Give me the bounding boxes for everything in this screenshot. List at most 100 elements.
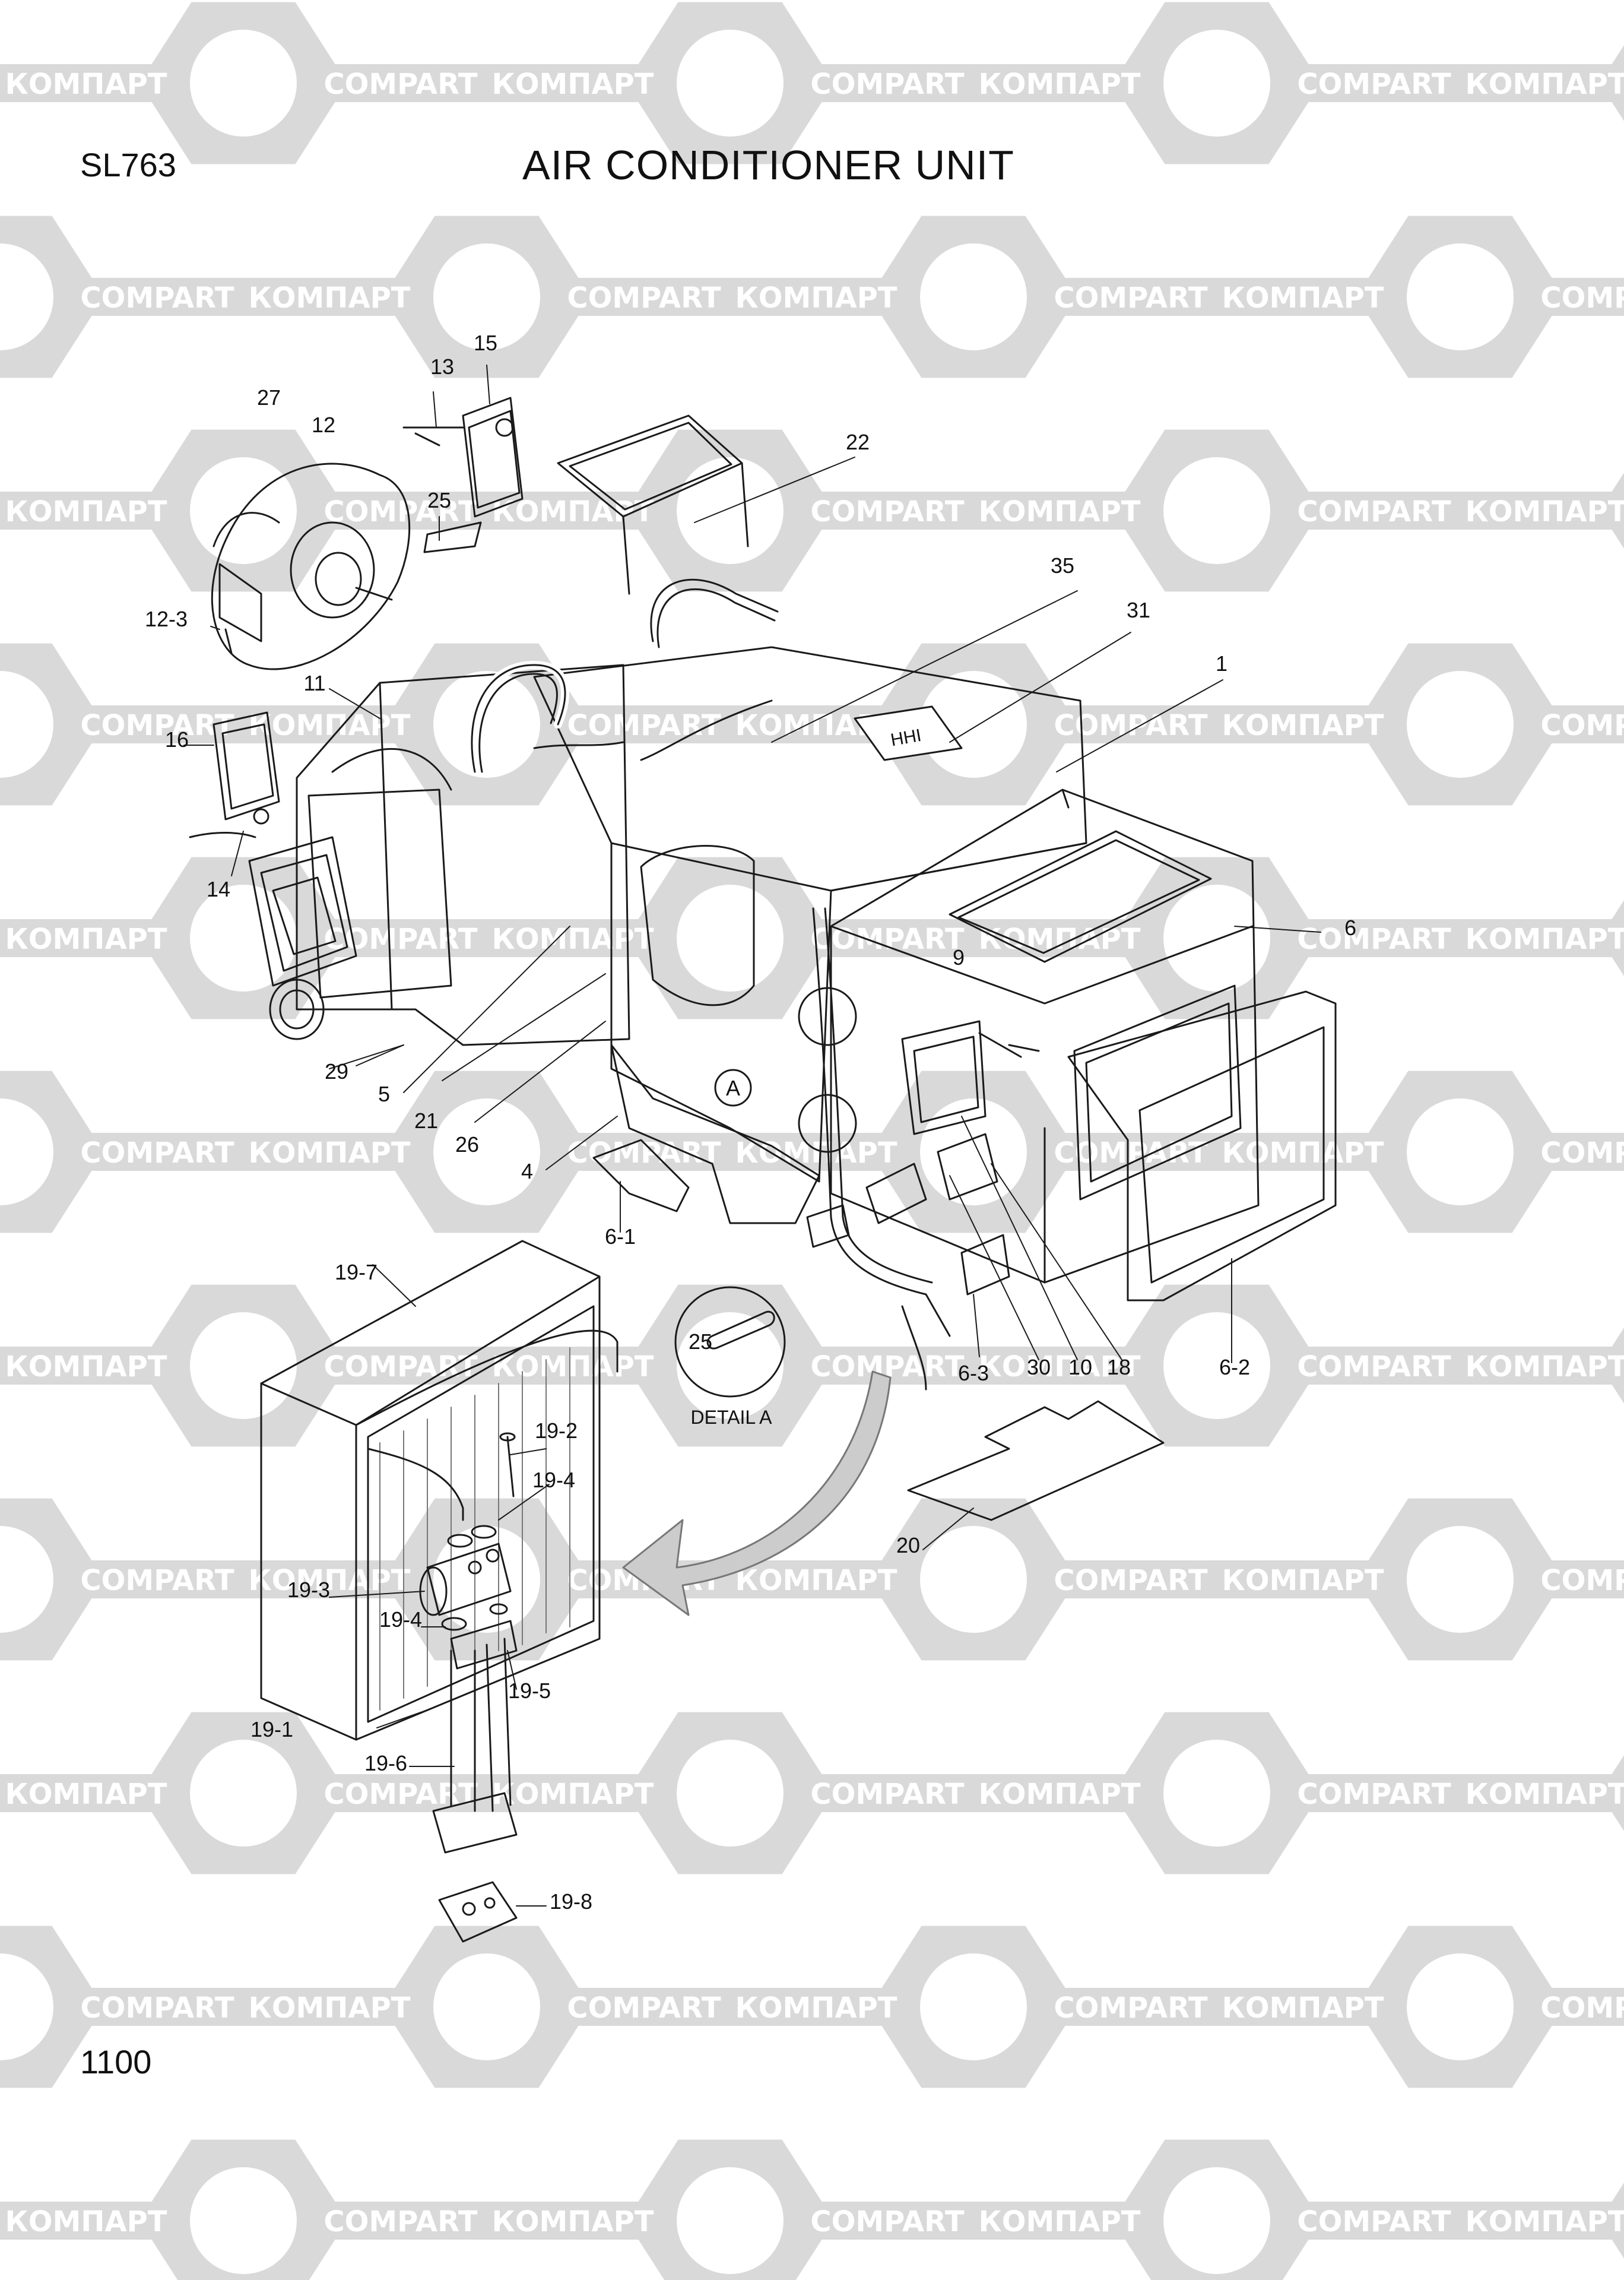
watermark-band <box>973 64 1146 102</box>
watermark-band <box>1531 1988 1624 2026</box>
callout-label: 19-4 <box>379 1607 422 1632</box>
watermark-text-latin: COMPART <box>567 1991 721 2025</box>
watermark-band <box>1217 1133 1389 1171</box>
watermark-text-cyrillic: КОМПАРТ <box>735 1991 897 2025</box>
callout-label: 6-3 <box>958 1361 989 1385</box>
watermark-text-latin: COMPART <box>1297 923 1451 956</box>
watermark-text-latin: COMPART <box>80 709 234 742</box>
watermark-band <box>801 492 973 530</box>
watermark-text-latin: COMPART <box>810 1778 965 1811</box>
callout-label: 6-1 <box>605 1224 636 1249</box>
watermark-band <box>1531 1560 1624 1598</box>
watermark-text-latin: COMPART <box>1540 1564 1624 1597</box>
watermark-band <box>1288 919 1460 957</box>
watermark-band <box>1460 1347 1624 1385</box>
watermark-band <box>71 1988 243 2026</box>
watermark-ring <box>433 1098 540 1205</box>
watermark-ring <box>1407 1098 1514 1205</box>
callout-label: 10 <box>1068 1355 1092 1379</box>
watermark-text-cyrillic: КОМПАРТ <box>1222 1136 1384 1170</box>
watermark-band <box>1460 64 1624 102</box>
watermark-text-cyrillic: КОМПАРТ <box>1465 1350 1624 1383</box>
watermark-ring <box>1163 885 1270 992</box>
detail-caption: DETAIL A <box>691 1407 773 1428</box>
watermark-text-latin: COMPART <box>323 495 478 528</box>
watermark-text-cyrillic: КОМПАРТ <box>491 1778 654 1811</box>
watermark-text-latin: COMPART <box>80 281 234 315</box>
watermark-text-cyrillic: КОМПАРТ <box>491 1350 654 1383</box>
watermark-ring <box>1407 1526 1514 1633</box>
watermark-text-latin: COMPART <box>1540 1136 1624 1170</box>
watermark-band <box>730 278 902 316</box>
blower-motor <box>211 463 411 670</box>
watermark-band <box>487 1774 659 1812</box>
callout-label: 27 <box>257 385 281 410</box>
watermark-ring <box>920 1953 1027 2060</box>
watermark-text-latin: COMPART <box>323 68 478 101</box>
callout-label: 18 <box>1107 1355 1131 1379</box>
watermark-text-latin: COMPART <box>80 1136 234 1170</box>
watermark-text-cyrillic: КОМПАРТ <box>248 281 410 315</box>
watermark-text-cyrillic: КОМПАРТ <box>5 2205 167 2238</box>
watermark-band <box>487 2202 659 2240</box>
watermark-text-cyrillic: КОМПАРТ <box>1465 1778 1624 1811</box>
watermark-ring <box>1163 30 1270 137</box>
watermark-band <box>1460 1774 1624 1812</box>
page-title: AIR CONDITIONER UNIT <box>522 142 1014 188</box>
watermark-band <box>730 1988 902 2026</box>
watermark-band <box>0 2202 172 2240</box>
watermark-ring <box>920 243 1027 350</box>
watermark-text-cyrillic: КОМПАРТ <box>1222 709 1384 742</box>
callout-label: 5 <box>378 1082 390 1106</box>
plate-hhi <box>854 705 963 761</box>
watermark-ring <box>190 30 297 137</box>
watermark-band <box>243 1133 415 1171</box>
actuator-9 <box>901 1020 1040 1135</box>
watermark-band <box>1217 278 1389 316</box>
watermark-text-cyrillic: КОМПАРТ <box>978 2205 1140 2238</box>
watermark-text-cyrillic: КОМПАРТ <box>1465 495 1624 528</box>
watermark-band <box>801 1774 973 1812</box>
watermark-band <box>801 2202 973 2240</box>
callout-label: 31 <box>1127 598 1150 622</box>
callout-label: 14 <box>207 877 230 901</box>
watermark-band <box>487 1347 659 1385</box>
watermark-text-cyrillic: КОМПАРТ <box>1222 1564 1384 1597</box>
watermark-band <box>243 1988 415 2026</box>
watermark-text-cyrillic: КОМПАРТ <box>1465 923 1624 956</box>
watermark-ring <box>433 1953 540 2060</box>
watermark-band <box>801 64 973 102</box>
watermark-band <box>1531 705 1624 743</box>
watermark-ring <box>677 885 784 992</box>
watermark-text-latin: COMPART <box>80 1564 234 1597</box>
callout-label: 21 <box>414 1109 438 1133</box>
seal-strip-6-1 <box>592 1139 690 1212</box>
connectors <box>806 1133 1010 1296</box>
watermark-ring <box>1163 2167 1270 2274</box>
watermark-ring <box>0 1098 53 1205</box>
watermark-text-cyrillic: КОМПАРТ <box>735 1564 897 1597</box>
watermark-ring <box>190 1740 297 1847</box>
watermark-band <box>558 1988 730 2026</box>
watermark-text-latin: COMPART <box>1297 1778 1451 1811</box>
callout-label: 1 <box>1216 651 1227 676</box>
watermark-band <box>1217 1988 1389 2026</box>
unit-case <box>248 414 1260 1391</box>
watermark-ring <box>1407 1953 1514 2060</box>
watermark-ring <box>433 671 540 778</box>
watermark-ring <box>1407 671 1514 778</box>
callout-label: 6-2 <box>1219 1355 1250 1379</box>
watermark-ring <box>1163 457 1270 564</box>
callout-label: 30 <box>1027 1355 1051 1379</box>
watermark-band <box>973 2202 1146 2240</box>
watermark-band <box>1045 1988 1217 2026</box>
watermark-ring <box>677 2167 784 2274</box>
watermark-band <box>1045 1560 1217 1598</box>
watermark-ring <box>1407 243 1514 350</box>
watermark-text-latin: COMPART <box>567 281 721 315</box>
watermark-text-latin: COMPART <box>1540 281 1624 315</box>
watermark-text-cyrillic: КОМПАРТ <box>978 1350 1140 1383</box>
callout-label: 13 <box>430 354 454 379</box>
watermark-ring <box>433 1526 540 1633</box>
